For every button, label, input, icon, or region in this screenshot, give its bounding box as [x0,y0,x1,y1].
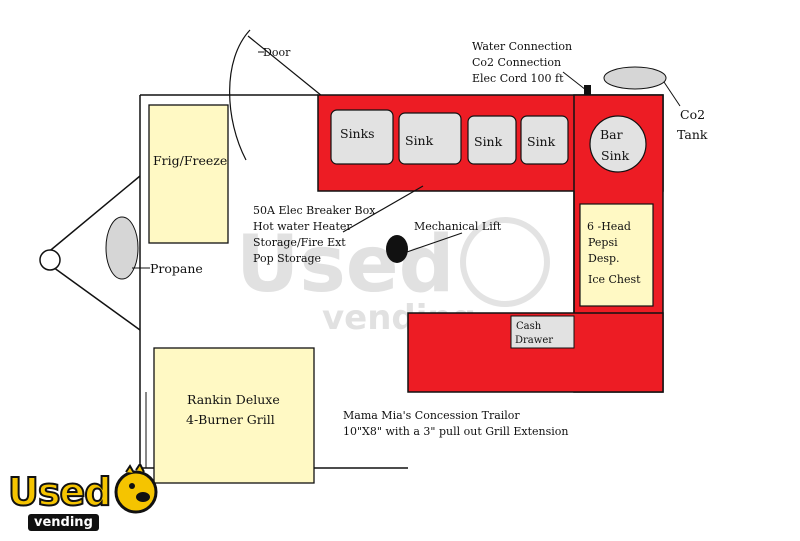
pepsi-dispenser [579,203,654,307]
frig-freeze-unit [148,104,229,244]
sink-3-label: Sink [474,134,503,149]
bar-sink-label-1: Bar [600,127,623,142]
water-connection-label: Water Connection [472,40,573,53]
pepsi-label-3: Desp. [588,252,620,265]
cash-drawer [510,315,575,349]
pepsi-label-4: Ice Chest [588,273,641,286]
tongue-left-bottom [45,261,141,331]
bar-sink [589,115,647,173]
logo-pig-icon [114,464,158,514]
elec-cord-label: Elec Cord 100 ft [472,72,564,85]
co2-connection-label: Co2 Connection [472,56,562,69]
sink-1 [330,109,394,165]
watermark-pig-face [460,217,550,307]
sink-4 [520,115,569,165]
pepsi-label-1: 6 -Head [587,220,631,233]
door-label: Door [263,46,291,59]
mechanical-lift [386,235,408,263]
cash-drawer-label-2: Drawer [515,335,554,346]
sink-4-label: Sink [527,134,556,149]
utility-pointer [342,185,424,233]
co2-tank [603,66,667,90]
watermark-used: Used [236,220,455,310]
door-arc [229,29,251,161]
sink-1-label: Sinks [340,126,375,141]
logo-vending-word: vending [28,514,99,531]
grill-label-2: 4-Burner Grill [186,412,275,427]
bar-sink-label-2: Sink [601,148,630,163]
grill-label-1: Rankin Deluxe [187,392,280,407]
co2-label: Co2 [680,107,706,122]
connection-marker [584,85,591,95]
sink-3 [467,115,517,165]
co2-pointer [663,81,681,107]
grill-unit [153,347,315,484]
propane-tank [105,216,139,280]
caption-dimensions: 10"X8" with a 3" pull out Grill Extensio… [343,425,569,438]
hitch-coupler [39,249,61,271]
mechanical-lift-label: Mechanical Lift [414,220,502,233]
tank-label: Tank [677,127,708,142]
logo-used-word: Used [7,470,112,514]
pop-storage-label: Pop Storage [253,252,322,265]
frig-freeze-label: Frig/Freeze [153,153,228,168]
storage-fire-ext-label: Storage/Fire Ext [253,236,346,249]
door-leaf [247,35,323,97]
lift-pointer [403,232,463,254]
propane-label: Propane [150,261,203,276]
sink-2 [398,112,462,165]
tongue-left-top [45,175,141,255]
water-heater-label: Hot water Heater [253,220,352,233]
connections-pointer [562,71,587,91]
pepsi-label-2: Pepsi [588,236,618,249]
cash-drawer-label-1: Cash [516,321,542,332]
breaker-box-label: 50A Elec Breaker Box [253,204,376,217]
sink-2-label: Sink [405,133,434,148]
caption-title: Mama Mia's Concession Trailor [343,409,520,422]
